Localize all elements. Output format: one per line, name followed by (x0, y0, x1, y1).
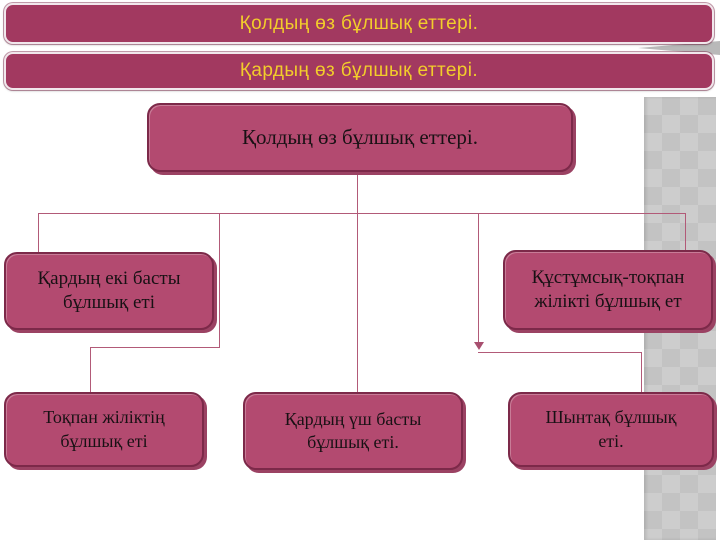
diagram-node-coracobrachial-label: Құстұмсық-тоқпан жілікті бұлшық ет (531, 266, 685, 312)
diagram-node-root-label: Қолдың өз бұлшық еттері. (241, 125, 478, 150)
connector-bottom-right-horizontal (478, 352, 642, 353)
diagram-node-biceps-label: Қардың екі басты бұлшық еті (37, 267, 181, 313)
connector-left-drop (38, 213, 39, 252)
diagram-node-elbow-muscle: Шынтақ бұлшық еті. (508, 392, 714, 467)
connector-main-horizontal (38, 213, 686, 214)
connector-bottom-right-drop (641, 352, 642, 392)
diagram-node-biceps: Қардың екі басты бұлшық еті (4, 252, 214, 330)
diagram-node-root: Қолдың өз бұлшық еттері. (147, 103, 573, 172)
side-pointer-decoration-icon (638, 41, 720, 55)
connector-root-stem (357, 172, 358, 213)
connector-left-branch-vertical (219, 213, 220, 348)
diagram-node-triceps: Қардың үш басты бұлшық еті. (243, 392, 463, 470)
connector-center-drop (357, 213, 358, 392)
connector-right-drop (685, 213, 686, 250)
diagram-node-coracobrachial: Құстұмсық-тоқпан жілікті бұлшық ет (503, 250, 713, 330)
title-banner-primary-label: Қолдың өз бұлшық еттері. (239, 12, 479, 34)
connector-arrow-vertical (478, 213, 479, 342)
diagram-node-humerus-muscle-label: Тоқпан жіліктің бұлшық еті (43, 407, 165, 451)
title-banner-secondary: Қардың өз бұлшық еттері. (4, 52, 714, 90)
connector-left-branch-drop (90, 347, 91, 392)
diagram-node-triceps-label: Қардың үш басты бұлшық еті. (284, 408, 422, 452)
diagram-node-elbow-muscle-label: Шынтақ бұлшық еті. (545, 407, 677, 451)
connector-left-branch-jog (90, 347, 220, 348)
arrow-down-icon (474, 342, 484, 350)
diagram-node-humerus-muscle: Тоқпан жіліктің бұлшық еті (4, 392, 204, 467)
title-banner-primary: Қолдың өз бұлшық еттері. (4, 3, 714, 44)
title-banner-secondary-label: Қардың өз бұлшық еттері. (239, 60, 479, 81)
